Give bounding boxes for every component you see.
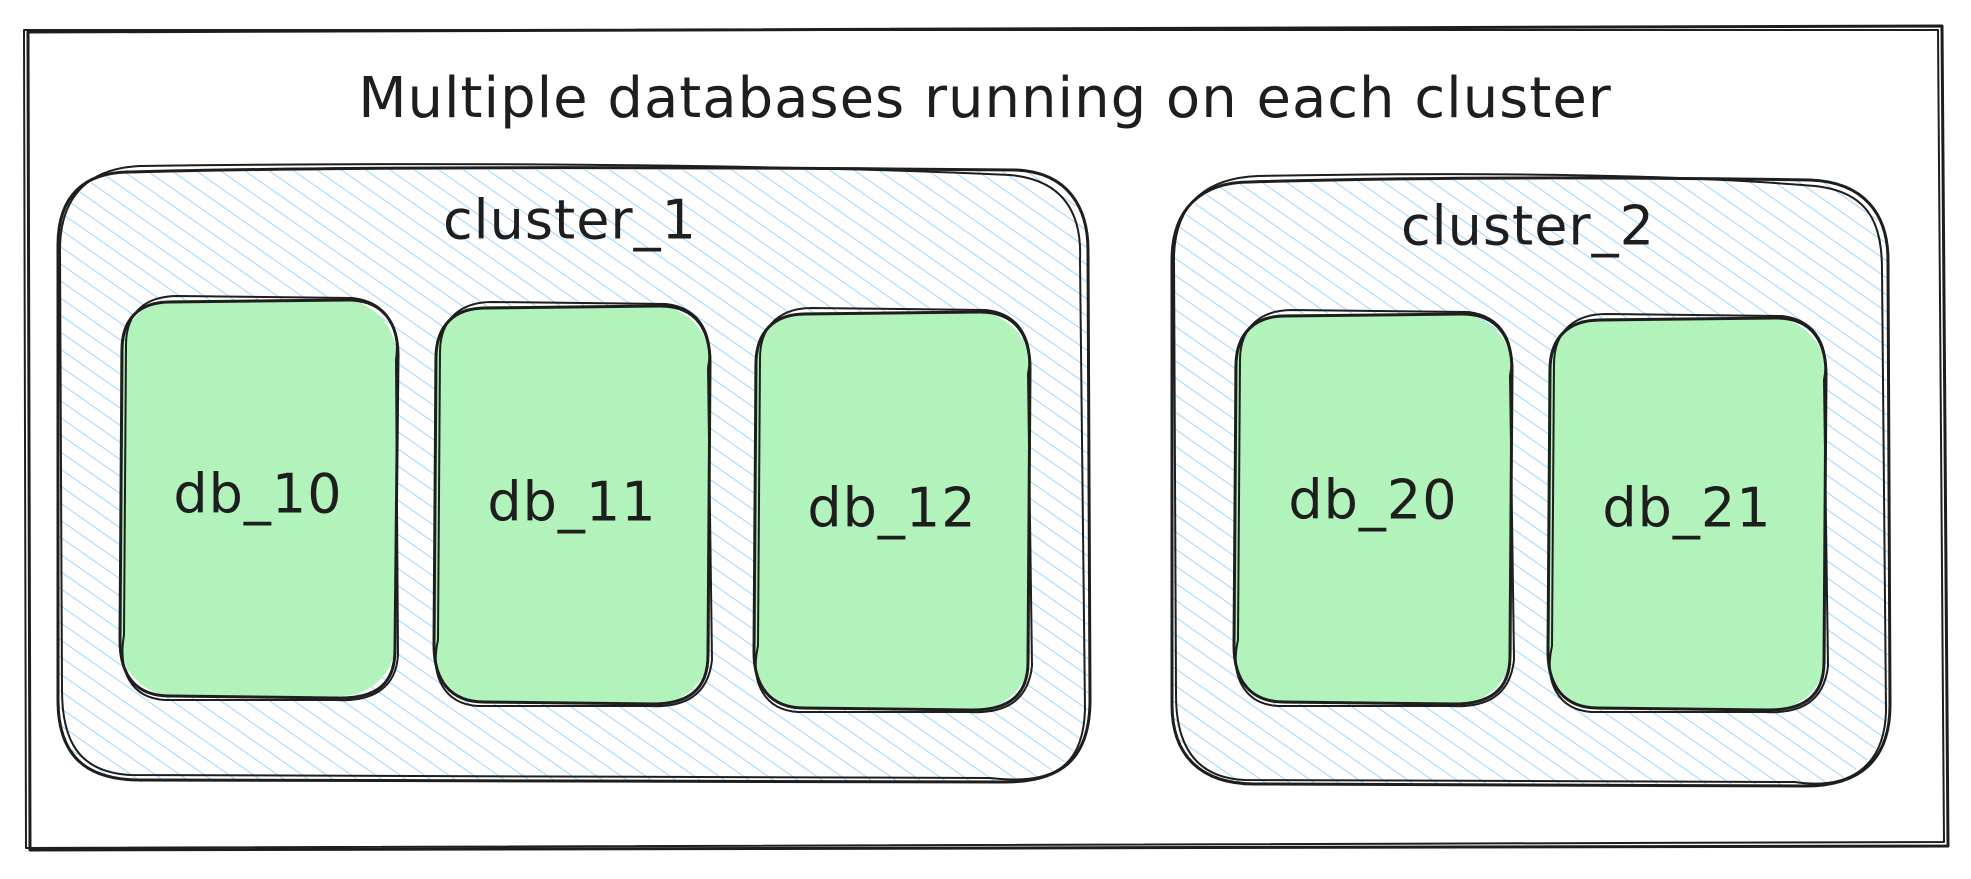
db-21-node[interactable]: db_21 (1546, 313, 1829, 714)
cluster-2[interactable]: cluster_2 db_20 db_21 (1170, 173, 1892, 788)
db-20-label: db_20 (1288, 469, 1457, 532)
db-12-label: db_12 (807, 477, 976, 540)
db-21-label: db_21 (1602, 477, 1771, 540)
diagram-title: Multiple databases running on each clust… (358, 66, 1612, 131)
cluster-1-label: cluster_1 (443, 189, 697, 252)
outer-frame (23, 24, 1950, 852)
db-11-node[interactable]: db_11 (432, 301, 713, 708)
cluster-2-label: cluster_2 (1401, 195, 1655, 258)
db-20-node[interactable]: db_20 (1232, 309, 1515, 708)
cluster-1[interactable]: cluster_1 db_10 db_11 db_12 (56, 163, 1092, 784)
db-11-label: db_11 (487, 471, 656, 534)
db-10-label: db_10 (173, 463, 342, 526)
db-12-node[interactable]: db_12 (752, 307, 1033, 714)
db-10-node[interactable]: db_10 (118, 295, 400, 702)
